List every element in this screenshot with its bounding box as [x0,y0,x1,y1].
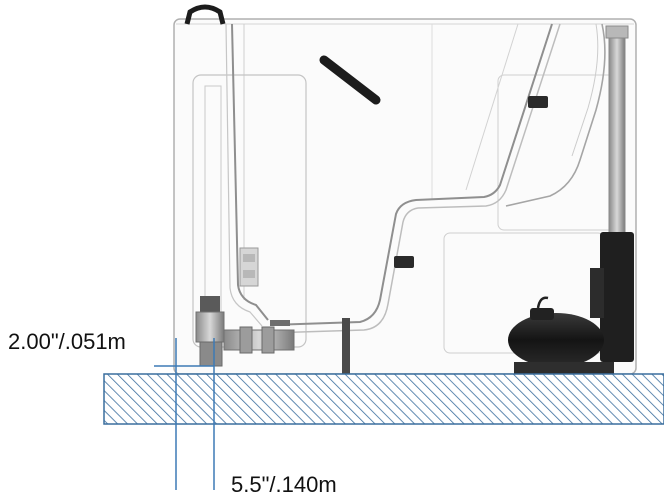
drain-offset-dimension-label: 5.5"/.140m [231,472,337,497]
hinge-plate-top [243,254,255,262]
hinge-plate-bottom [243,270,255,278]
tub-seat-profile [225,23,606,334]
grip-lower [394,256,414,268]
grip-upper [528,96,548,108]
door-hinge [239,247,259,287]
drain-fitting [195,296,295,367]
top-handle [184,4,226,25]
grab-bar [319,55,381,105]
whirlpool-pump [508,232,634,374]
overflow-pipe [605,25,629,237]
floor-section [103,373,664,425]
support-leg [342,318,350,374]
drain-height-dimension-label: 2.00"/.051m [8,329,126,354]
dimension-lines [154,338,215,490]
